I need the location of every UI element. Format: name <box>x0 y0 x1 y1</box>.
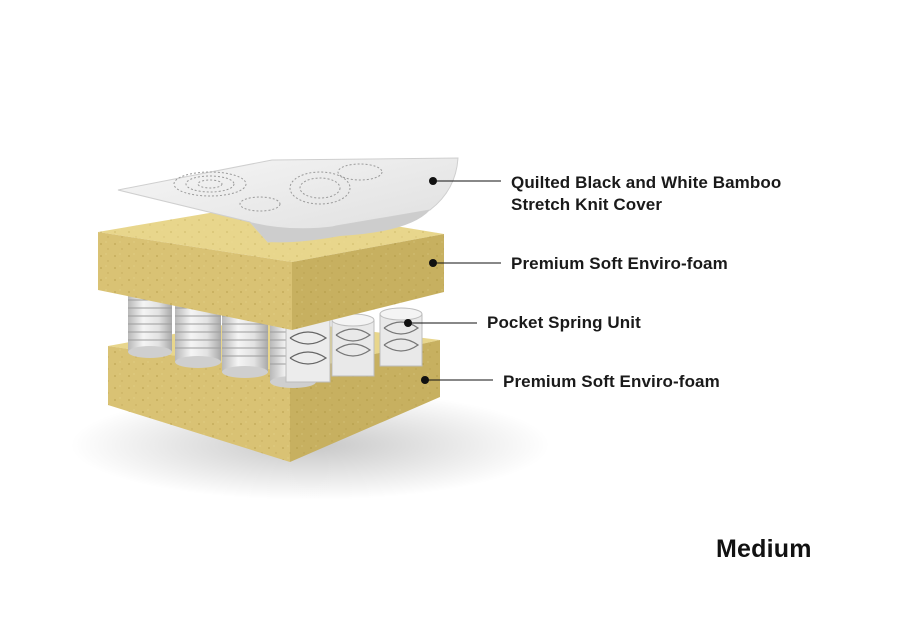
foam-top-label: Premium Soft Enviro-foam <box>511 253 728 275</box>
cover-label: Quilted Black and White Bamboo Stretch K… <box>511 172 781 216</box>
foam-bottom-label: Premium Soft Enviro-foam <box>503 371 720 393</box>
spring-pocket <box>332 314 374 376</box>
firmness-label: Medium <box>716 535 812 564</box>
cover-label-line2: Stretch Knit Cover <box>511 194 781 216</box>
spring-unit-label: Pocket Spring Unit <box>487 312 641 334</box>
spring-pocket <box>380 308 422 366</box>
cover-label-line1: Quilted Black and White Bamboo <box>511 172 781 194</box>
